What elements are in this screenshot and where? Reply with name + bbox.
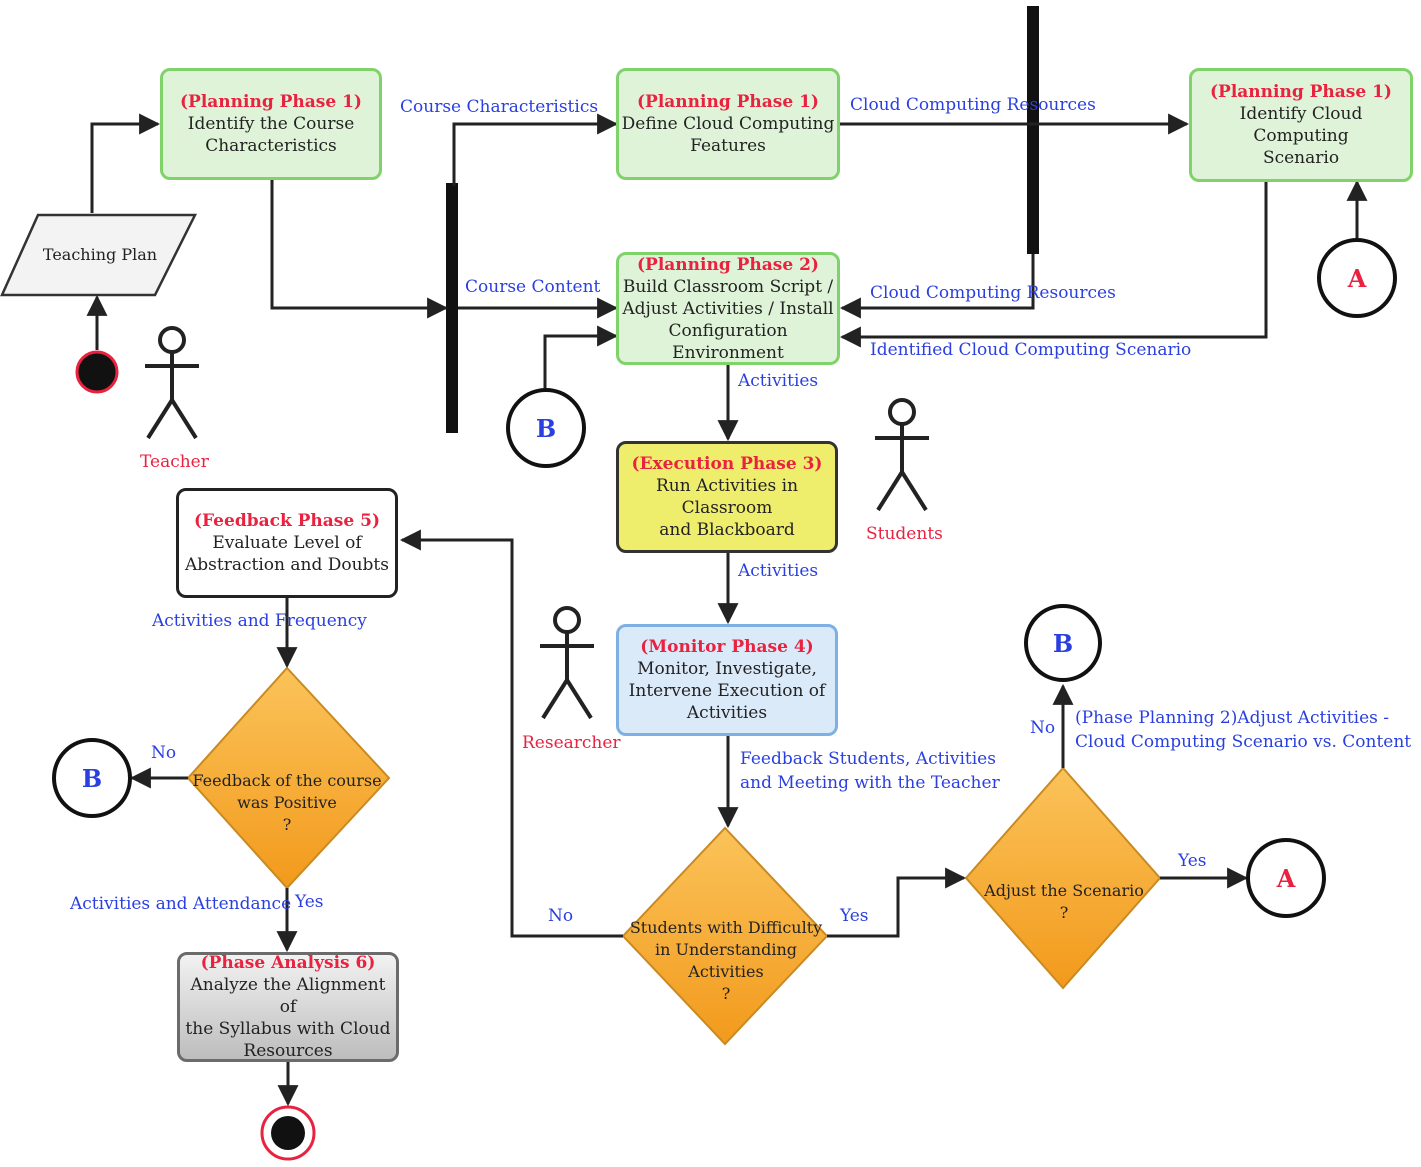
actor-researcher-figure xyxy=(540,606,594,720)
edge-label-yes: Yes xyxy=(840,906,869,926)
node-text: the Syllabus with Cloud xyxy=(185,1019,391,1039)
node-run-activities: (Execution Phase 3) Run Activities in Cl… xyxy=(616,441,838,553)
node-text: Intervene Execution of xyxy=(628,681,826,701)
start-node xyxy=(75,350,119,394)
decision-text-line: was Positive xyxy=(237,793,337,812)
decision-text-line: ? xyxy=(721,984,731,1003)
teaching-plan-label: Teaching Plan xyxy=(42,245,158,264)
edge-fork-to-n2 xyxy=(452,113,619,186)
connector-a-top: A xyxy=(1317,238,1397,318)
edge-n3-to-n4 xyxy=(839,182,1268,348)
node-build-classroom-script: (Planning Phase 2) Build Classroom Scrip… xyxy=(616,252,840,365)
edge-label-feedback-students: and Meeting with the Teacher xyxy=(740,773,1000,793)
node-phase-label: (Planning Phase 1) xyxy=(1210,82,1392,102)
decision-adjust-text: Adjust the Scenario ? xyxy=(978,880,1150,924)
node-text: Evaluate Level of xyxy=(212,533,362,553)
node-text: Monitor, Investigate, xyxy=(637,659,817,679)
decision-text-line: in Understanding xyxy=(654,940,798,959)
node-monitor: (Monitor Phase 4) Monitor, Investigate, … xyxy=(616,624,838,736)
node-text: Identify Cloud Computing xyxy=(1239,104,1363,146)
node-text: Define Cloud Computing xyxy=(621,114,835,134)
fork-bar-left xyxy=(446,183,458,433)
decision-text-line: ? xyxy=(282,815,292,834)
edge-label-activities: Activities xyxy=(738,561,819,581)
edge-n1-to-fork xyxy=(270,180,449,319)
node-text: and Blackboard xyxy=(659,520,795,540)
decision-text-line: Feedback of the course xyxy=(192,771,382,790)
edge-label-adjust-note: (Phase Planning 2)Adjust Activities - xyxy=(1075,708,1390,728)
node-identify-course: (Planning Phase 1) Identify the Course C… xyxy=(160,68,382,180)
node-feedback: (Feedback Phase 5) Evaluate Level of Abs… xyxy=(176,488,398,598)
decision-adjust-scenario xyxy=(964,766,1162,990)
edge-label-activities-frequency: Activities and Frequency xyxy=(152,611,367,631)
node-text: Features xyxy=(690,136,766,156)
actor-teacher-label: Teacher xyxy=(140,452,209,472)
decision-students-difficulty xyxy=(621,826,829,1046)
node-text: Abstraction and Doubts xyxy=(185,555,389,575)
edge-label-feedback-students: Feedback Students, Activities xyxy=(740,749,996,769)
decision-text-line: Adjust the Scenario xyxy=(984,881,1144,900)
edge-join-to-n4 xyxy=(839,254,1035,319)
edge-label-course-characteristics: Course Characteristics xyxy=(400,97,599,117)
decision-text-line: Activities xyxy=(688,962,764,981)
edge-label-no: No xyxy=(151,743,177,763)
edge-d2-no-to-n7 xyxy=(399,529,623,938)
teaching-plan-shape xyxy=(0,213,198,297)
connector-b-right: B xyxy=(1024,604,1102,682)
node-identify-cloud-scenario: (Planning Phase 1) Identify Cloud Comput… xyxy=(1189,68,1413,182)
node-phase-label: (Phase Analysis 6) xyxy=(200,953,376,973)
edge-label-activities-attendance: Activities and Attendance xyxy=(70,894,292,914)
node-text: Build Classroom Script / xyxy=(622,276,834,297)
node-text: Activities xyxy=(686,703,768,723)
node-text: Configuration Environment xyxy=(668,320,788,363)
node-text: Characteristics xyxy=(205,136,337,156)
edge-label-adjust-note: Cloud Computing Scenario vs. Content xyxy=(1075,732,1412,752)
edge-label-course-content: Course Content xyxy=(465,277,601,297)
node-text: Analyze the Alignment of xyxy=(190,975,386,1017)
decision-students-text: Students with Difficulty in Understandin… xyxy=(628,917,824,1005)
edge-label-cloud-resources-mid: Cloud Computing Resources xyxy=(870,283,1116,303)
node-text: Adjust Activities / Install xyxy=(622,298,834,319)
node-phase-label: (Planning Phase 2) xyxy=(637,254,819,275)
edge-label-activities: Activities xyxy=(738,371,819,391)
edge-b-to-n4 xyxy=(543,325,619,388)
edge-plan-to-n1 xyxy=(90,113,161,213)
node-define-cloud-features: (Planning Phase 1) Define Cloud Computin… xyxy=(616,68,840,180)
actor-researcher-label: Researcher xyxy=(522,733,621,753)
decision-text-line: Students with Difficulty xyxy=(629,918,823,937)
actor-students-label: Students xyxy=(866,524,943,544)
actor-teacher-figure xyxy=(145,326,199,440)
join-bar-right xyxy=(1027,6,1039,254)
node-phase-label: (Monitor Phase 4) xyxy=(640,637,814,657)
edge-label-no: No xyxy=(548,906,574,926)
connector-b-left: B xyxy=(52,738,132,818)
edge-label-yes: Yes xyxy=(1178,851,1207,871)
node-text: Resources xyxy=(243,1041,333,1061)
edge-label-yes: Yes xyxy=(295,892,324,912)
edge-label-identified-scenario: Identified Cloud Computing Scenario xyxy=(870,340,1192,360)
edge-label-cloud-resources-top: Cloud Computing Resources xyxy=(850,95,1096,115)
node-phase-label: (Planning Phase 1) xyxy=(180,92,362,112)
decision-text-line: ? xyxy=(1059,903,1069,922)
edge-d2-yes-to-d3 xyxy=(827,867,967,938)
connector-a-bottom: A xyxy=(1246,838,1326,918)
node-text: Scenario xyxy=(1262,148,1340,168)
node-phase-analysis: (Phase Analysis 6) Analyze the Alignment… xyxy=(177,952,399,1062)
edge-label-no: No xyxy=(1030,718,1056,738)
decision-feedback-text: Feedback of the course was Positive ? xyxy=(192,770,382,836)
actor-students-figure xyxy=(875,398,929,512)
node-text: Identify the Course xyxy=(187,114,355,134)
connector-b-mid: B xyxy=(506,388,586,468)
node-phase-label: (Planning Phase 1) xyxy=(637,92,819,112)
end-node xyxy=(271,1116,305,1150)
node-phase-label: (Execution Phase 3) xyxy=(631,454,823,474)
node-phase-label: (Feedback Phase 5) xyxy=(194,511,380,531)
node-text: Run Activities in Classroom xyxy=(655,476,799,518)
